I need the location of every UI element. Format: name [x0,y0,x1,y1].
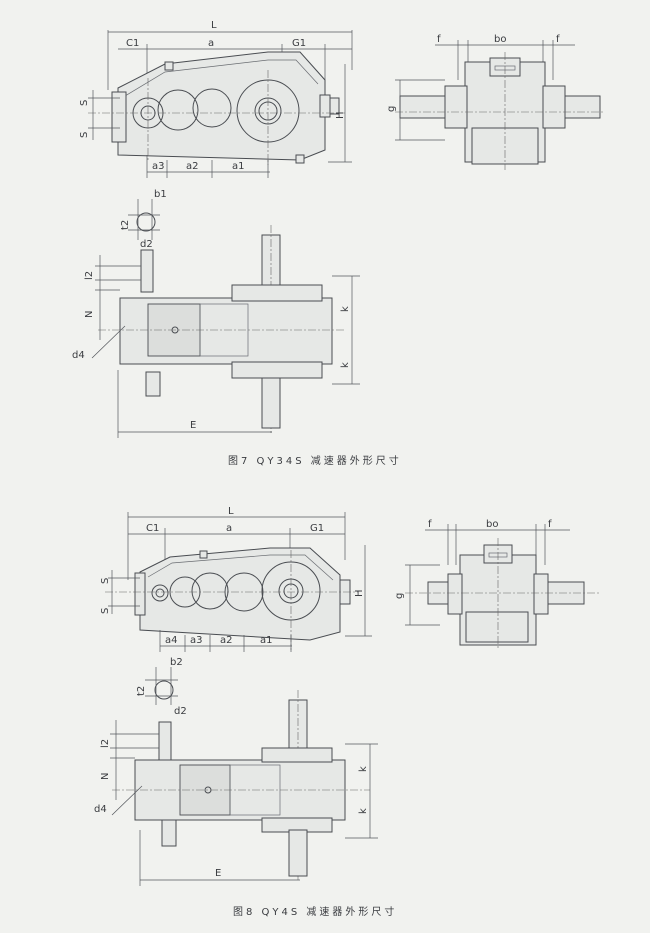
fig8-label-a2: a2 [220,635,233,646]
fig7-label-d2: d2 [140,239,153,250]
fig8-label-bo: bo [486,519,498,530]
fig7-label-k-bottom: k [340,362,351,368]
fig7-label-k-top: k [340,306,351,312]
fig8-label-a3: a3 [190,635,203,646]
fig8-label-a4: a4 [165,635,178,646]
fig8-caption: 图8 QY4S 减速器外形尺寸 [233,905,397,918]
fig7-label-S-top: S [79,100,90,106]
fig8-plan-view [110,667,378,886]
fig8-labels: L C1 a G1 S S H a4 a3 a2 a1 f bo f g b2 … [94,506,552,918]
fig7-label-L: L [211,20,217,31]
fig8-label-L: L [228,506,234,517]
fig8-label-a: a [226,523,232,534]
fig7-label-l2: l2 [84,271,95,280]
fig8-end-view [405,524,600,650]
fig8-label-S-bottom: S [100,608,111,614]
fig7-label-f-right: f [556,34,560,45]
fig7-label-C1: C1 [126,38,139,49]
fig8-label-b2: b2 [170,657,183,668]
fig7-label-b1: b1 [154,189,167,200]
fig8-label-f-left: f [428,519,432,530]
fig8-label-H: H [354,589,365,597]
fig8-label-f-right: f [548,519,552,530]
fig7-label-d4: d4 [72,350,85,361]
fig7-caption: 图7 QY34S 减速器外形尺寸 [228,454,402,467]
fig7-label-S-bottom: S [79,132,90,138]
fig7-end-view [395,40,605,170]
fig8-side-view [105,512,372,652]
fig7-label-a: a [208,38,214,49]
fig8-label-d4: d4 [94,804,107,815]
fig8-label-S-top: S [100,578,111,584]
fig7-label-bo: bo [494,34,506,45]
fig7-label-f-left: f [437,34,441,45]
fig8-label-d2: d2 [174,706,187,717]
fig8-label-g: g [394,593,405,599]
fig7-label-a2: a2 [186,161,199,172]
fig8-label-N: N [100,773,111,780]
fig7-label-a1: a1 [232,161,245,172]
fig7-plan-view [91,199,360,438]
fig8-label-k-bottom: k [358,808,369,814]
fig7-side-view [88,30,353,178]
fig7-label-g: g [386,106,397,112]
fig8-label-k-top: k [358,766,369,772]
fig8-label-C1: C1 [146,523,159,534]
fig7-label-H: H [335,111,346,119]
fig8-label-E: E [215,868,221,879]
fig8-label-G1: G1 [310,523,324,534]
fig8-label-l2: l2 [100,739,111,748]
fig8-label-t2: t2 [136,686,147,696]
fig8-label-a1: a1 [260,635,273,646]
fig7-label-a3: a3 [152,161,165,172]
fig7-label-G1: G1 [292,38,306,49]
fig7-label-t2: t2 [120,220,131,230]
fig7-labels: L C1 a G1 S S H a3 a2 a1 f bo f g b1 t2 … [72,20,560,467]
fig7-label-N: N [84,311,95,318]
fig7-label-E: E [190,420,196,431]
